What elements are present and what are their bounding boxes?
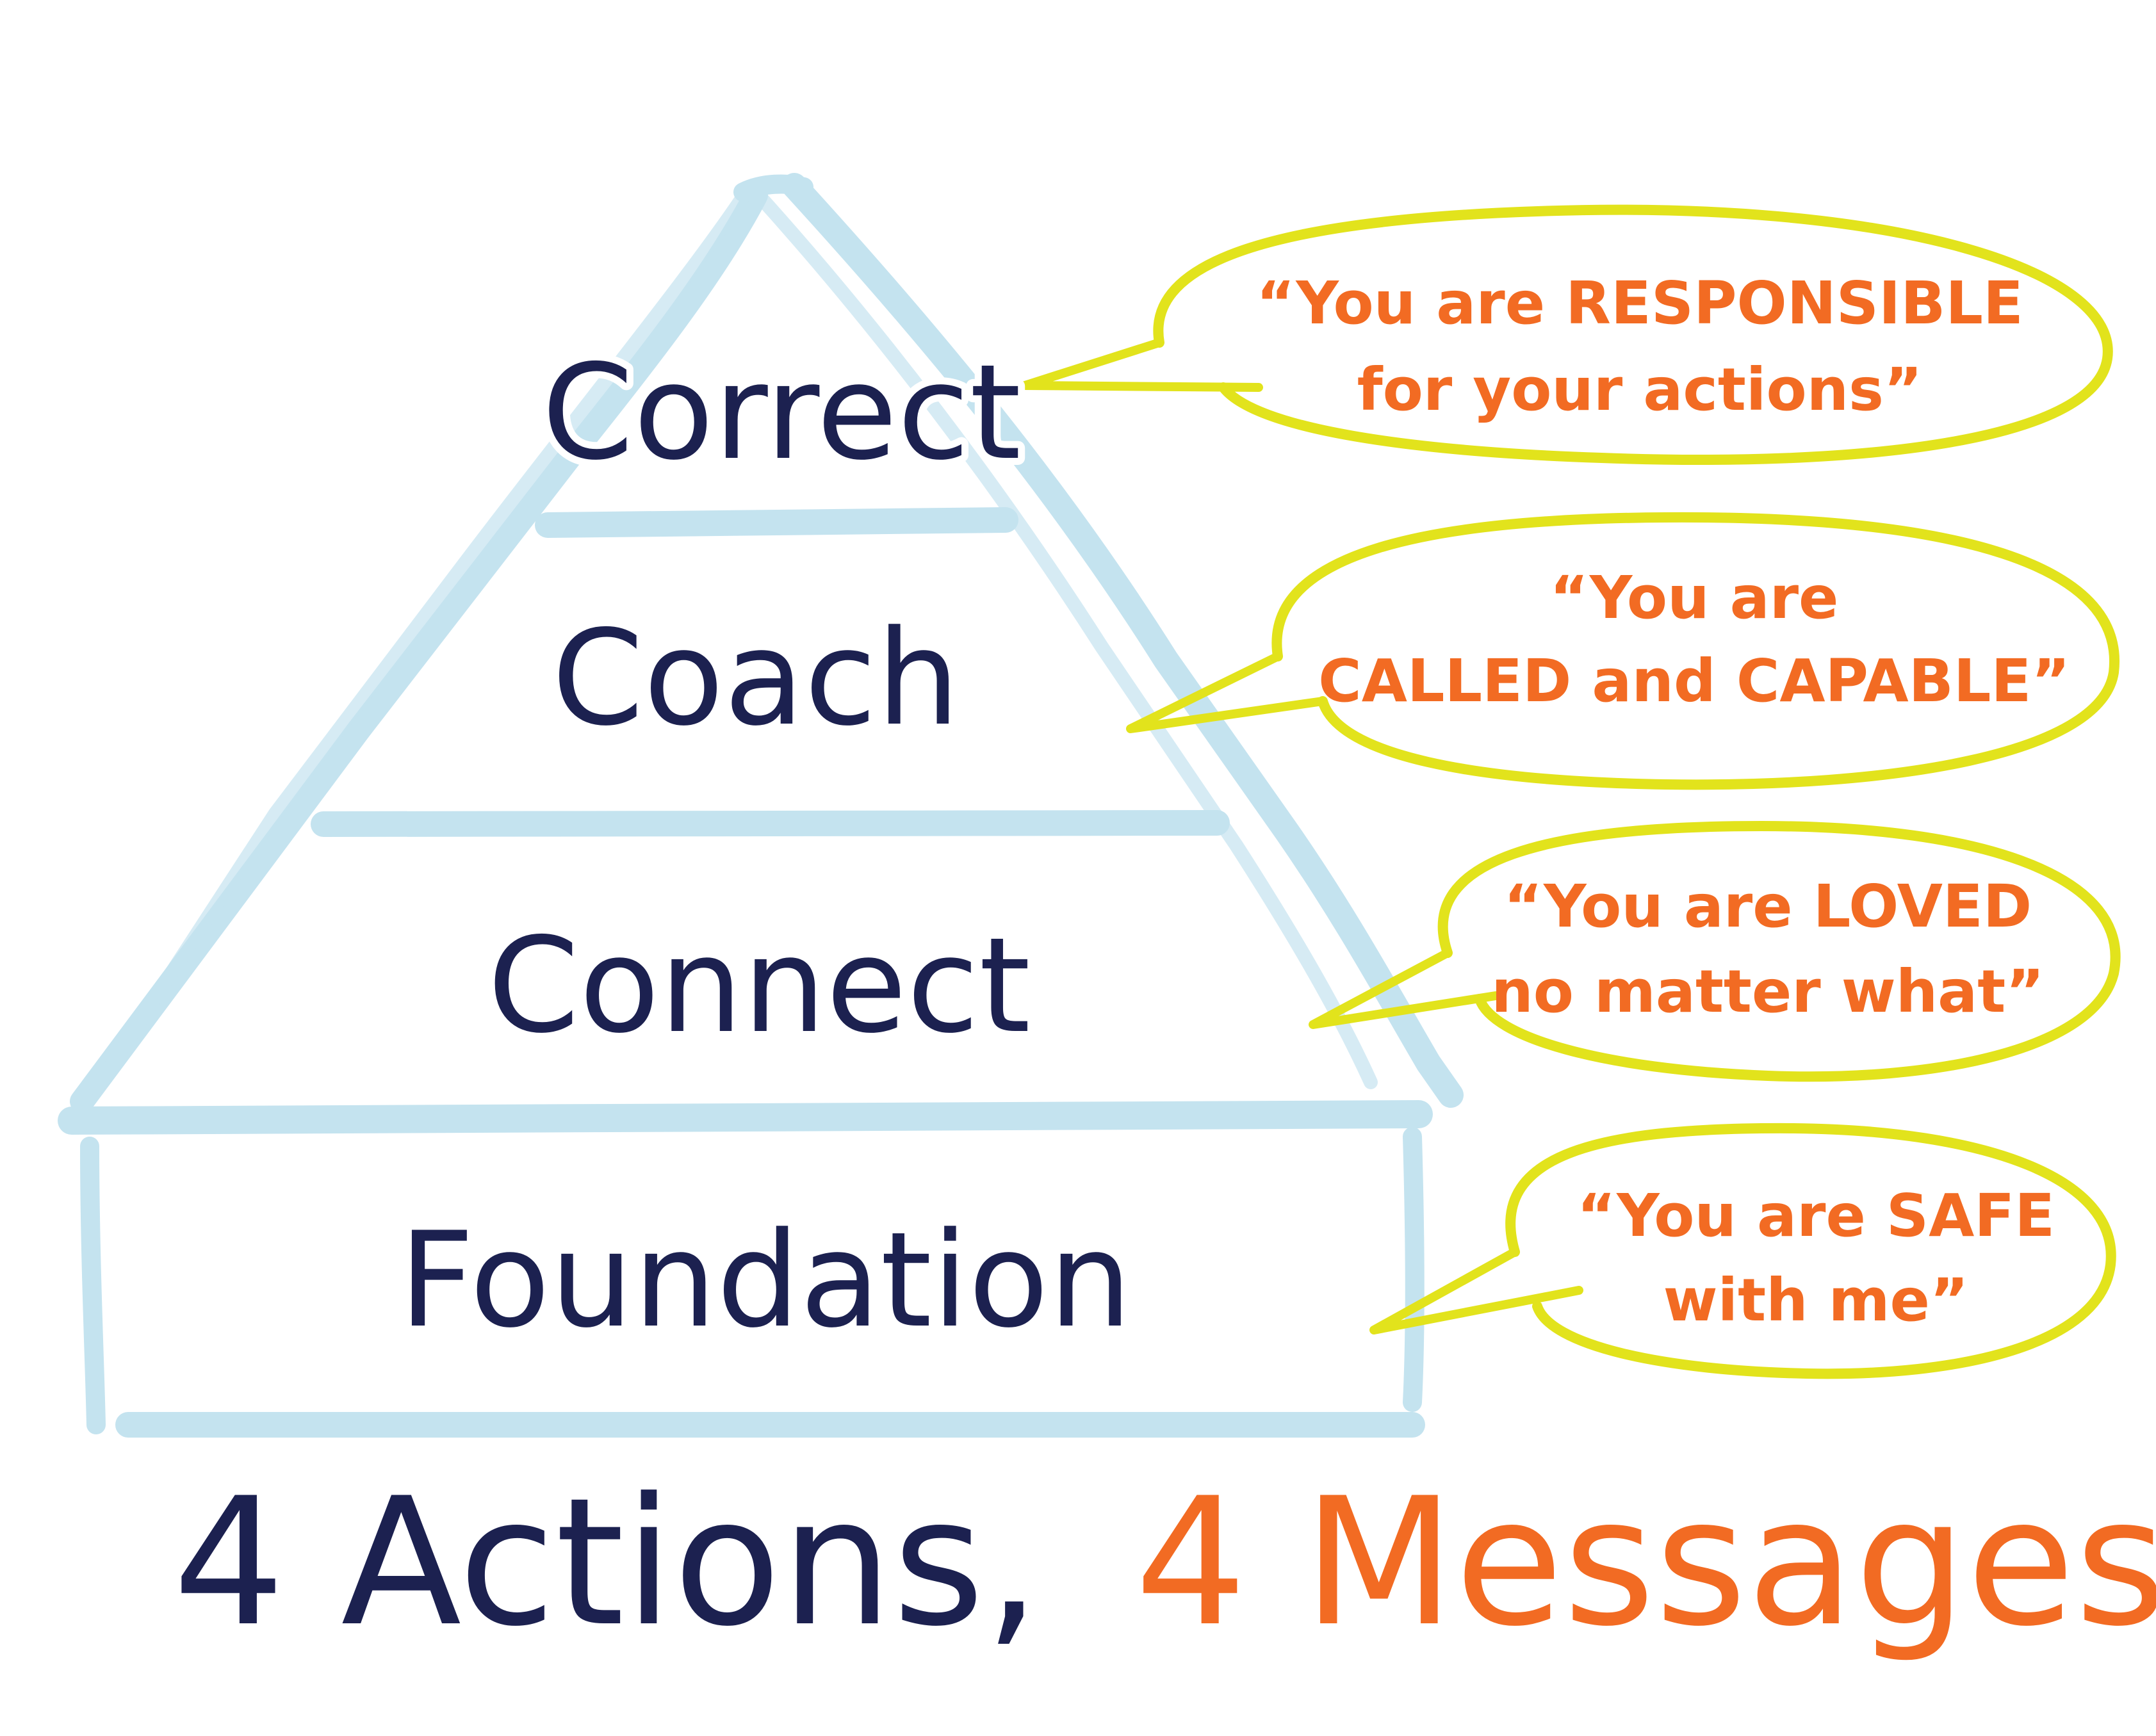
bubble-responsible-tail: [1020, 338, 1263, 392]
pyramid-right-edge: [781, 173, 1464, 1108]
message-capable-line2: CALLED and CAPABLE”: [1318, 647, 2070, 715]
base-right-side: [1403, 1127, 1425, 1412]
tier-label-connect: Connect: [487, 910, 1031, 1062]
message-loved-line1: “You are LOVED: [1504, 872, 2032, 941]
bubble-safe-tail: [1369, 1247, 1583, 1334]
divider-coach-connect: [311, 810, 1230, 837]
pyramid-top-cap: [733, 174, 813, 202]
message-capable-line1: “You are: [1550, 564, 1839, 632]
caption: 4 Actions, 4 Messages: [173, 1460, 2156, 1665]
message-safe-line2: with me”: [1663, 1266, 1969, 1334]
bubble-safe-outline: [1505, 1123, 2116, 1379]
pyramid-left-edge-2: [89, 185, 753, 1096]
pyramid-right-edge-2: [749, 185, 1378, 1089]
bubble-responsible: [1020, 204, 2113, 465]
tier-label-foundation: Foundation: [399, 1205, 1132, 1357]
divider-connect-foundation: [58, 1100, 1433, 1135]
bubble-responsible-outline: [1153, 204, 2113, 465]
speech-bubbles: [1020, 204, 2121, 1379]
message-safe-line1: “You are SAFE: [1577, 1181, 2055, 1250]
caption-messages: 4 Messages: [1135, 1460, 2156, 1665]
bubble-capable-outline: [1271, 512, 2120, 790]
bubble-loved-outline: [1437, 821, 2121, 1082]
bubble-capable: [1126, 512, 2120, 790]
tier-label-correct: Correct: [542, 337, 1021, 489]
message-responsible-line1: “You are RESPONSIBLE: [1256, 269, 2023, 337]
bubble-capable-tail: [1126, 652, 1327, 733]
divider-correct-coach: [535, 507, 1018, 538]
pyramid-outline: [58, 173, 1464, 1438]
tier-label-coach: Coach: [552, 603, 960, 755]
bubble-loved-tail: [1309, 948, 1500, 1029]
message-loved-line2: no matter what”: [1491, 957, 2044, 1026]
bubble-safe: [1369, 1123, 2116, 1379]
caption-actions: 4 Actions,: [173, 1460, 1040, 1665]
message-responsible-line2: for your actions”: [1357, 355, 1923, 424]
pyramid-left-edge: [70, 183, 768, 1114]
base-left-side: [80, 1137, 106, 1434]
bubble-loved: [1309, 821, 2121, 1082]
